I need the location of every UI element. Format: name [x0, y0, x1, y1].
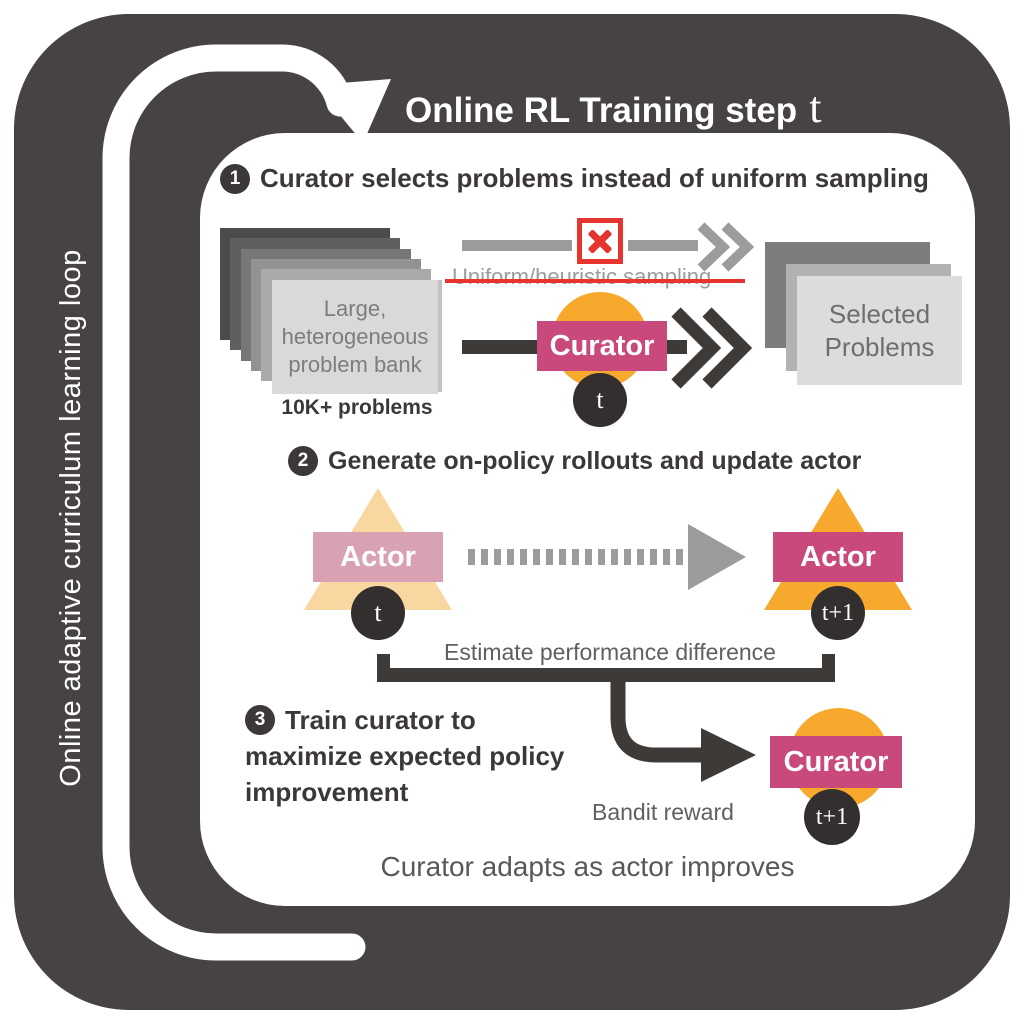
step3-heading-line2: maximize expected policy — [245, 741, 565, 771]
footer-caption: Curator adapts as actor improves — [380, 851, 795, 882]
actor-new-step-value: t+1 — [821, 599, 855, 626]
curator-box: Curator — [537, 321, 667, 371]
bandit-reward-label: Bandit reward — [592, 799, 734, 825]
step3-heading-line3: improvement — [245, 777, 409, 807]
x-icon-glyph — [582, 223, 618, 259]
problem-bank-front-card: Large, heterogeneous problem bank — [272, 280, 438, 394]
selected-label-line: Selected — [828, 298, 931, 329]
step1-heading: 1 Curator selects problems instead of un… — [220, 163, 929, 194]
actor-old-label: Actor — [340, 540, 416, 573]
actor-new-box: Actor — [773, 532, 903, 582]
bank-label-line: heterogeneous — [281, 324, 429, 349]
rejected-sampling-label: Uniform/heuristic sampling — [452, 264, 712, 289]
bracket-bar — [377, 668, 835, 682]
curator-label: Curator — [549, 329, 655, 362]
rejected-arrow-bar — [462, 240, 572, 251]
x-icon — [577, 218, 623, 264]
page-title-text: Online RL Training step — [405, 91, 798, 130]
curator-next-box: Curator — [770, 736, 902, 788]
step2-bullet: 2 — [288, 446, 318, 476]
loop-label: Online adaptive curriculum learning loop — [55, 249, 87, 787]
rejected-arrow-bar — [628, 240, 698, 251]
step1-heading-text: Curator selects problems instead of unif… — [260, 163, 929, 193]
step1-bullet: 1 — [220, 163, 250, 194]
actor-old-step-badge: t — [351, 586, 405, 640]
curator-step-value: t — [596, 385, 604, 414]
title-step-variable: t — [809, 83, 822, 132]
selected-problems-front-card: Selected Problems — [797, 276, 962, 385]
bracket-right-tick — [822, 654, 835, 682]
actor-new-label: Actor — [800, 540, 876, 573]
step3-heading: 3 Train curator to maximize expected pol… — [245, 702, 564, 810]
page-title: Online RL Training step t — [405, 82, 821, 133]
curator-next-step-value: t+1 — [815, 803, 849, 830]
actor-old-step-value: t — [374, 598, 382, 627]
bank-label-line: Large, — [323, 296, 387, 321]
curator-step-badge: t — [573, 373, 627, 427]
step3-bullet: 3 — [245, 705, 275, 735]
step3-heading-line1: Train curator to — [285, 705, 476, 735]
step2-heading-text: Generate on-policy rollouts and update a… — [328, 446, 862, 475]
step2-heading: 2 Generate on-policy rollouts and update… — [288, 446, 861, 476]
actor-new-step-badge: t+1 — [811, 586, 865, 640]
selected-label-line: Problems — [824, 331, 935, 362]
rollout-dotted-arrow — [468, 549, 686, 565]
rollout-arrowhead-icon — [688, 524, 746, 590]
strikethrough-line — [445, 279, 745, 283]
estimate-label: Estimate performance difference — [444, 639, 776, 665]
curator-next-step-badge: t+1 — [804, 789, 860, 845]
bank-label-line: problem bank — [288, 352, 422, 377]
curator-next-label: Curator — [783, 745, 889, 778]
actor-old-box: Actor — [313, 532, 443, 582]
bank-size-caption: 10K+ problems — [281, 396, 433, 419]
